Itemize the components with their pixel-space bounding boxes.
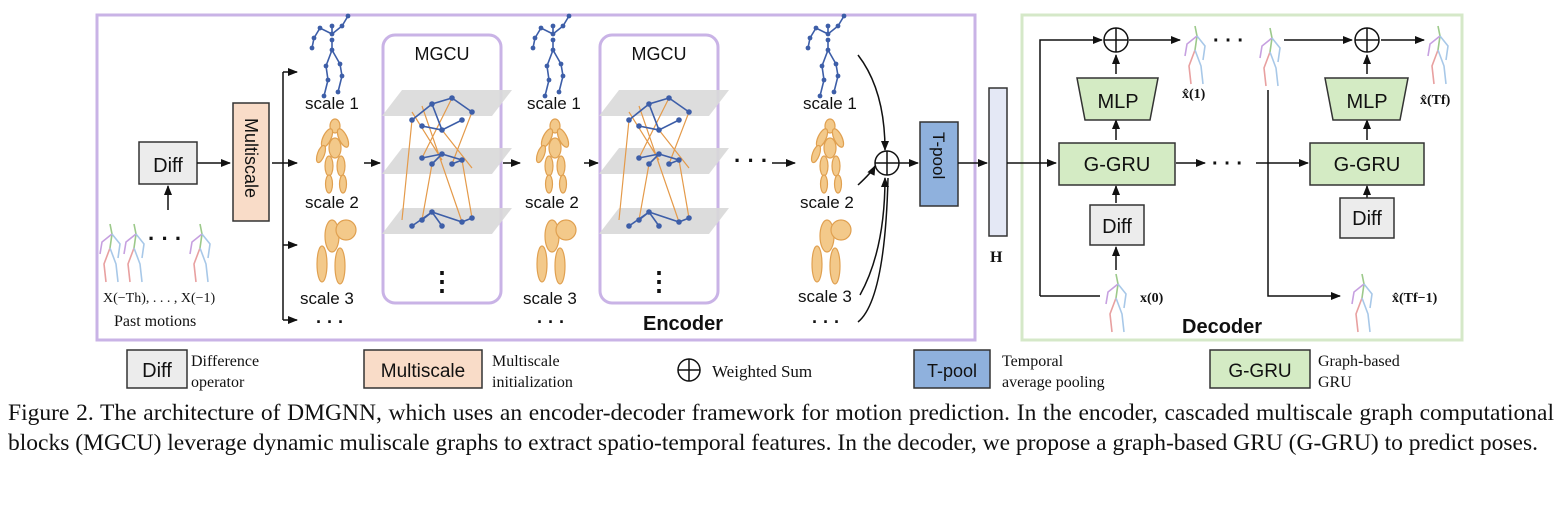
weighted-sum-decoder-1 (1103, 27, 1129, 53)
scale-ellipsis-col2: · · · (537, 312, 565, 332)
parts-scale2-col3 (809, 118, 847, 194)
encoder-title: Encoder (643, 313, 723, 335)
decoder-panel (1020, 13, 1464, 342)
legend-diff-desc1: Difference (191, 353, 259, 370)
scale-label-1-col2: scale 1 (527, 94, 581, 113)
encoder-diff-label: Diff (153, 155, 183, 177)
multiscale-box (232, 102, 270, 222)
mgcu-vdots-2: ⋮ (646, 266, 672, 296)
decoder-ellipsis-middle: · · · (1212, 153, 1243, 175)
mgcu-label-1: MGCU (415, 44, 470, 64)
mgcu-block-2 (598, 33, 720, 305)
scale-branch-arrows (272, 68, 298, 324)
mgcu-block-1 (381, 33, 503, 305)
legend-tpool-desc1: Temporal (1002, 353, 1064, 370)
decoder-ellipsis-top: · · · (1213, 30, 1244, 52)
legend-ggru-desc1: Graph-based (1318, 353, 1400, 370)
tpool-label: T-pool (929, 132, 948, 179)
legend-diff-desc2: operator (191, 374, 245, 391)
x0-label: x(0) (1140, 291, 1164, 306)
h-feature-bar (988, 87, 1008, 237)
ggru-block-1 (1058, 142, 1176, 186)
legend-ggru-desc2: GRU (1318, 374, 1352, 391)
scale-label-3-col3: scale 3 (798, 287, 852, 306)
h-label: H (990, 249, 1003, 266)
mgcu-graph-1 (381, 89, 513, 235)
weighted-sum-decoder-2 (1354, 27, 1380, 53)
scale-ellipsis-col3: · · · (812, 312, 840, 332)
legend-ggru-label: G-GRU (1228, 361, 1291, 382)
xT1-label: x̂(Tf−1) (1392, 291, 1438, 306)
decoder-diff-label-1: Diff (1102, 216, 1132, 238)
mgcu-graph-2 (598, 89, 730, 235)
tpool-box (919, 121, 959, 207)
legend-tpool-box (913, 349, 991, 389)
past-motion-ellipsis: · · · (148, 226, 182, 251)
mgcu-vdots-1: ⋮ (429, 266, 455, 296)
mgcu-label-2: MGCU (632, 44, 687, 64)
mlp-label-2: MLP (1346, 91, 1387, 113)
legend-multiscale-box (363, 349, 483, 389)
scale-label-1-col3: scale 1 (803, 94, 857, 113)
parts-scale3-col2 (536, 219, 577, 285)
parts-scale3-col3 (811, 219, 852, 285)
pose-xT1 (1351, 273, 1373, 333)
skeleton-scale1-col1 (308, 12, 352, 100)
mlp-block-2 (1324, 77, 1409, 121)
pose-x0 (1105, 273, 1127, 333)
legend-tpool-label: T-pool (927, 361, 977, 381)
figure-caption: Figure 2. The architecture of DMGNN, whi… (8, 400, 1554, 456)
legend-sum-icon (677, 358, 701, 382)
scale-label-1-col1: scale 1 (305, 94, 359, 113)
ggru-block-2 (1309, 142, 1425, 186)
legend-diff-box (126, 349, 188, 389)
parts-scale2-col2 (534, 118, 572, 194)
past-motions-math: X(−Th), . . . , X(−1) (103, 291, 216, 306)
legend-tpool-desc2: average pooling (1002, 374, 1105, 391)
encoder-middle-ellipsis: · · · (734, 148, 768, 173)
parts-scale2-col1 (314, 118, 352, 194)
legend-multiscale-desc1: Multiscale (492, 353, 560, 370)
legend-multiscale-label: Multiscale (381, 361, 465, 382)
pose-mid (1259, 27, 1281, 87)
mlp-block-1 (1076, 77, 1159, 121)
xT-label: x̂(Tf) (1420, 93, 1451, 108)
encoder-panel (95, 13, 977, 342)
legend-diff-label: Diff (142, 360, 172, 382)
legend-ggru-box (1209, 349, 1311, 389)
sum-input-curves (857, 54, 889, 323)
past-motions-label: Past motions (114, 313, 196, 330)
decoder-diff-box-1 (1089, 204, 1145, 246)
scale-label-3-col2: scale 3 (523, 289, 577, 308)
legend: Diff Difference operator Multiscale Mult… (126, 349, 1400, 391)
scale-ellipsis-col1: · · · (316, 312, 344, 332)
weighted-sum-encoder (874, 150, 900, 176)
ggru-label-1: G-GRU (1084, 154, 1151, 176)
multiscale-label: Multiscale (241, 118, 261, 198)
legend-sum-desc: Weighted Sum (712, 362, 812, 381)
mlp-label-1: MLP (1097, 91, 1138, 113)
skeleton-scale1-col3 (804, 12, 848, 100)
x1-label: x̂(1) (1182, 87, 1206, 102)
skeleton-scale1-col2 (529, 12, 573, 100)
pose-x1 (1184, 25, 1206, 85)
parts-scale3-col1 (316, 219, 357, 285)
scale-label-2-col2: scale 2 (525, 193, 579, 212)
legend-multiscale-desc2: initialization (492, 374, 573, 391)
decoder-title: Decoder (1182, 316, 1262, 338)
decoder-diff-label-2: Diff (1352, 208, 1382, 230)
decoder-diff-box-2 (1339, 197, 1395, 239)
decoder-flow-lines (1007, 36, 1425, 300)
scale-label-2-col3: scale 2 (800, 193, 854, 212)
ggru-label-2: G-GRU (1334, 154, 1401, 176)
scale-label-2-col1: scale 2 (305, 193, 359, 212)
scale-label-3-col1: scale 3 (300, 289, 354, 308)
pose-xT (1427, 25, 1449, 85)
